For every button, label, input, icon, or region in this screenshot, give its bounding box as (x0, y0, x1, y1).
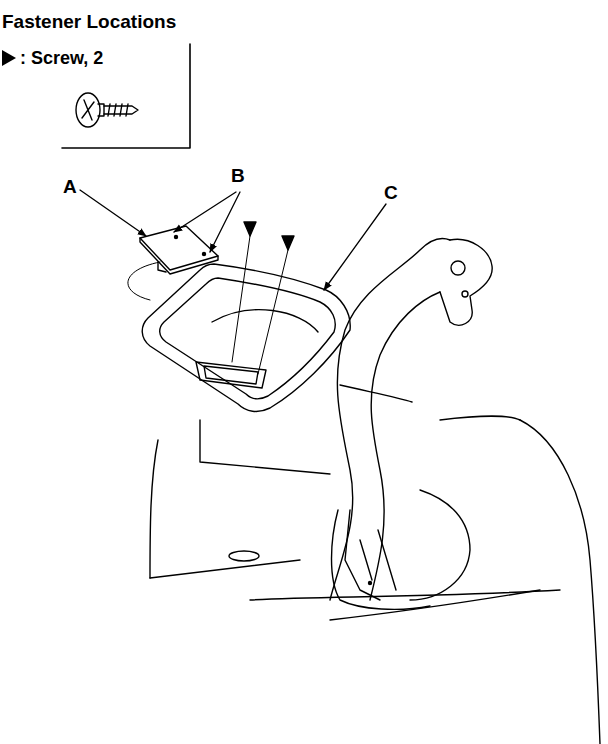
legend-entry: : Screw, 2 (20, 49, 103, 67)
part-label: C (384, 183, 398, 202)
part-label: A (63, 177, 77, 196)
bezel (142, 264, 350, 411)
screw-symbol (2, 50, 16, 66)
screw-icon (76, 93, 138, 127)
fastener-line (128, 262, 160, 300)
seat-belt (330, 238, 492, 600)
leader-line (80, 190, 386, 290)
screw-arrow (232, 222, 294, 374)
part-label: B (231, 166, 245, 185)
heading: Fastener Locations (2, 12, 176, 31)
